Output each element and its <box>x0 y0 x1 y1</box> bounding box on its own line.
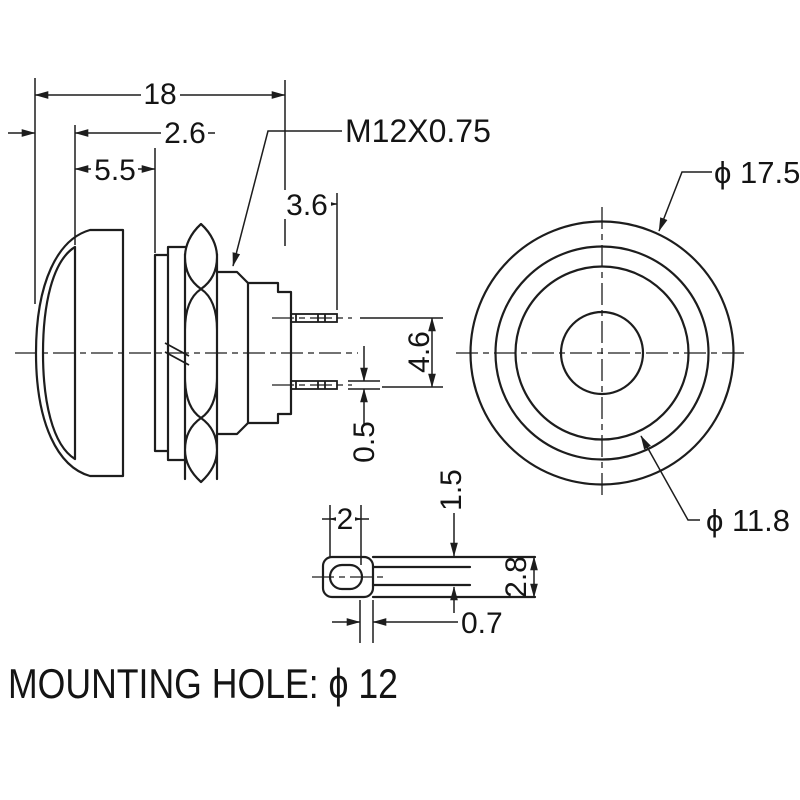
terminal-detail-view: 2 1.5 2.8 0.7 <box>312 469 538 643</box>
dim-terminal-width: 2.8 <box>500 556 538 598</box>
dim-outer-diameter-label: ϕ 17.5 <box>714 155 800 190</box>
dim-tip-offset-label: 0.7 <box>461 607 503 640</box>
dim-terminal-thickness: 0.5 <box>348 346 381 463</box>
dim-overall-length-label: 18 <box>143 78 176 111</box>
dim-cap-protrusion: 2.6 <box>8 117 215 150</box>
dim-outer-diameter: ϕ 17.5 <box>658 155 800 232</box>
dim-strip-thickness-label: 1.5 <box>435 469 468 511</box>
dim-strip-thickness: 1.5 <box>435 469 468 613</box>
mounting-hole-note: MOUNTING HOLE: ϕ 12 <box>8 660 398 707</box>
dim-inner-diameter: ϕ 11.8 <box>640 435 790 538</box>
dim-hole-width: 2 <box>322 503 369 565</box>
dim-tip-offset: 0.7 <box>332 600 503 643</box>
extension-lines <box>34 78 338 310</box>
side-view: 18 2.6 5.5 3.6 M12X0.75 <box>8 78 491 484</box>
dim-terminal-length: 3.6 <box>284 189 338 222</box>
dim-inner-diameter-label: ϕ 11.8 <box>706 503 790 538</box>
dim-cap-protrusion-label: 2.6 <box>164 117 206 150</box>
dim-cap-length: 5.5 <box>74 154 156 187</box>
hex-nut <box>183 222 219 484</box>
thread-spec-label: M12X0.75 <box>345 113 491 149</box>
dim-terminal-thickness-label: 0.5 <box>348 421 381 463</box>
dim-overall-length: 18 <box>34 78 286 111</box>
dim-cap-length-label: 5.5 <box>94 154 136 187</box>
dim-terminal-pitch-label: 4.6 <box>403 331 436 373</box>
thread-spec: M12X0.75 <box>232 113 491 267</box>
washer <box>153 253 170 453</box>
front-view: ϕ 17.5 ϕ 11.8 <box>456 155 800 538</box>
terminal-strip <box>371 555 537 599</box>
dim-hole-width-label: 2 <box>337 503 354 536</box>
dim-terminal-length-label: 3.6 <box>286 189 328 222</box>
dim-terminal-pitch: 4.6 <box>360 317 443 388</box>
dim-terminal-width-label: 2.8 <box>500 556 533 598</box>
thread-bushing <box>215 270 250 436</box>
